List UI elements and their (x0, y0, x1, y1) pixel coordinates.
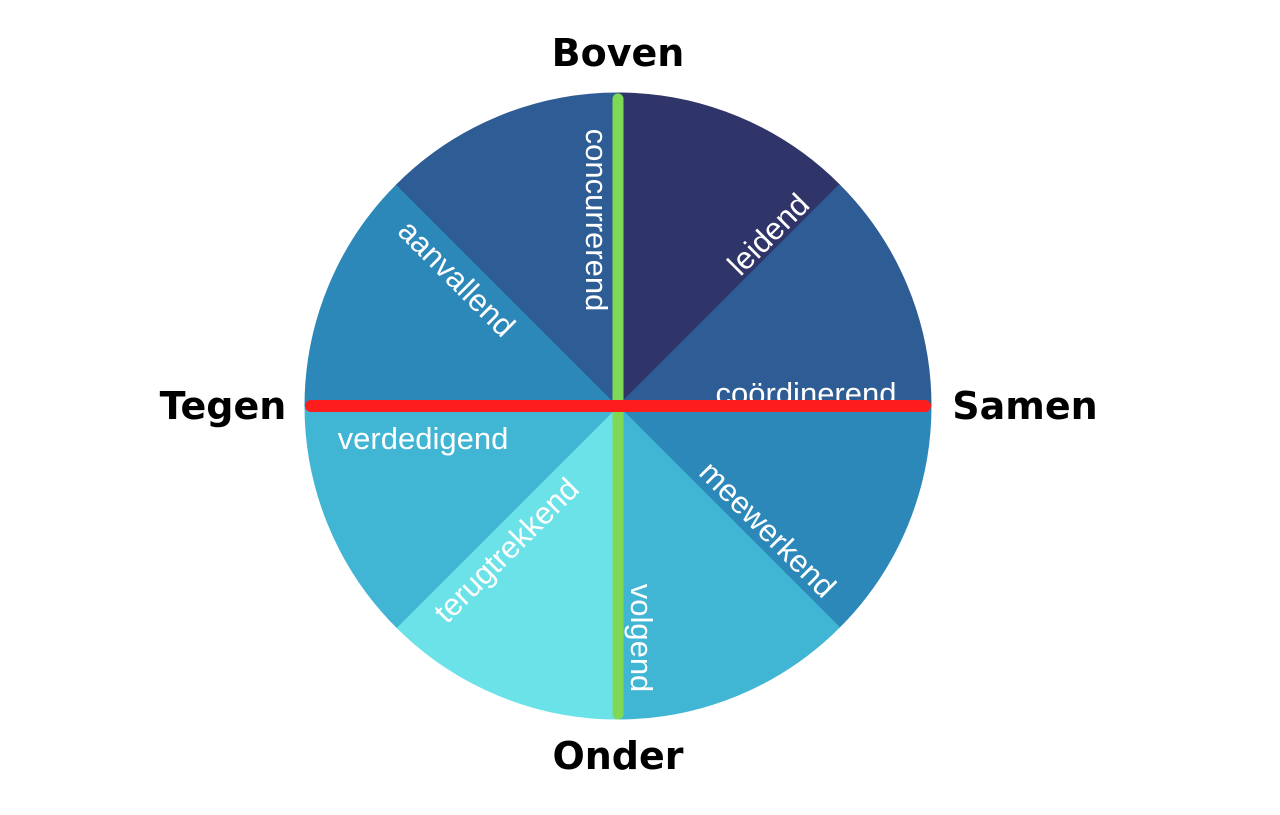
sector-meewerkend (616, 405, 932, 629)
sector-terugtrekkend (395, 404, 619, 720)
sector-volgend (617, 404, 841, 720)
segment-label: volgend (624, 584, 659, 693)
axis-label-bottom: Onder (552, 734, 683, 778)
segment-label: concurrerend (579, 129, 614, 312)
sector-aanvallend (304, 183, 620, 407)
sector-concurrerend (395, 92, 619, 408)
segment-label: verdedigend (338, 421, 509, 456)
sector-coördinerend (616, 183, 932, 407)
sectors (304, 92, 932, 720)
axis-label-right: Samen (952, 384, 1097, 428)
axis-label-left: Tegen (160, 384, 287, 428)
sector-leidend (617, 92, 841, 408)
axis-label-top: Boven (552, 31, 685, 75)
sector-verdedigend (304, 405, 620, 629)
